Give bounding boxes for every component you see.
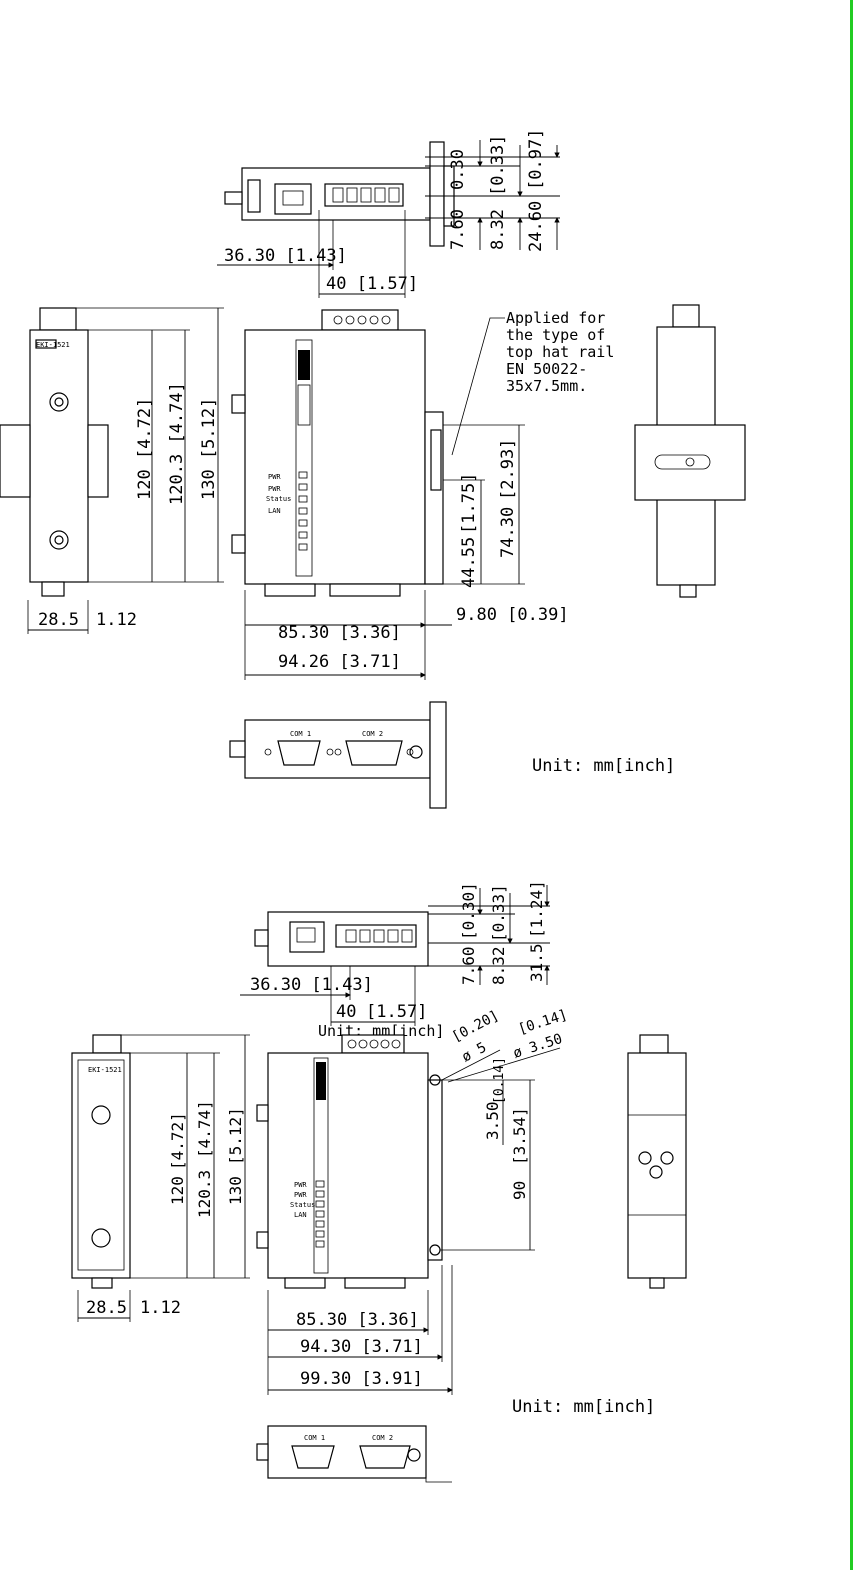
upper-width-94: 94.26 [3.71] xyxy=(278,652,401,672)
lower-front-led-0: PWR xyxy=(294,1181,307,1189)
upper-top-dim-0: 0.30 xyxy=(448,149,468,190)
upper-top-dim-5: 24.60 xyxy=(526,201,546,252)
upper-top-view: 0.30 [0.33] [0.97] 7.60 8.32 24.60 36.30… xyxy=(217,129,560,298)
lower-top-dim-5: 31.5 xyxy=(527,943,546,982)
lower-front-view: PWR PWR Status LAN 3.50 90 [3.54] xyxy=(256,1034,535,1395)
lower-port-label-1: COM 2 xyxy=(372,1434,393,1442)
upper-left-width-mm: 28.5 xyxy=(38,610,79,630)
rail-note-2: top hat rail xyxy=(506,343,614,361)
upper-rail-dim-175: [1.75] xyxy=(459,473,479,534)
hole-dim-0: [0.20] xyxy=(449,1008,501,1046)
lower-width-85: 85.30 [3.36] xyxy=(296,1310,419,1330)
lower-front-led-3: LAN xyxy=(294,1211,307,1219)
lower-side-dim-350: 3.50 xyxy=(483,1101,502,1140)
lower-side-dim-354: [3.54] xyxy=(510,1107,529,1165)
upper-rail-clip: 74.30 [2.93] 44.55 [1.75] 9.80 [0.39] Ap… xyxy=(424,309,614,626)
lower-front-led-1: PWR xyxy=(294,1191,307,1199)
hole-dim-2: [0.14] xyxy=(516,1007,569,1038)
lower-port-label-0: COM 1 xyxy=(304,1434,325,1442)
lower-top-width-dim: 36.30 [1.43] xyxy=(250,975,373,995)
lower-drawing: [0.30] [0.33] [1.24] 7.60 8.32 31.5 36.3… xyxy=(71,880,687,1483)
lower-height-130: 130 xyxy=(226,1176,245,1205)
upper-port-label-0: COM 1 xyxy=(290,730,311,738)
lower-left-width-mm: 28.5 xyxy=(86,1298,127,1318)
upper-port-label-1: COM 2 xyxy=(362,730,383,738)
lower-top-view: [0.30] [0.33] [1.24] 7.60 8.32 31.5 36.3… xyxy=(240,880,550,1026)
lower-height-474: [4.74] xyxy=(195,1100,214,1158)
lower-left-view: EKI-1521 28.5 1.12 120 [4.72] 120.3 [4.7… xyxy=(71,1034,250,1322)
lower-unit-label: Unit: mm[inch] xyxy=(512,1397,655,1417)
hole-dim-4: [0.14] xyxy=(492,1057,507,1104)
lower-top-dim-3: 7.60 xyxy=(459,946,478,985)
upper-left-width-inch: 1.12 xyxy=(96,610,137,630)
hole-dim-3: ø 3.50 xyxy=(511,1031,564,1062)
lower-height-120: 120 xyxy=(168,1176,187,1205)
upper-right-view xyxy=(634,304,746,598)
upper-width-85: 85.30 [3.36] xyxy=(278,623,401,643)
lower-left-tag: EKI-1521 xyxy=(88,1066,122,1074)
upper-left-view: EKI-1521 28.5 1.12 120 [4.72] 120.3 [4.7… xyxy=(0,307,224,634)
rail-note-1: the type of xyxy=(506,326,605,344)
lower-height-512: [5.12] xyxy=(226,1107,245,1165)
upper-rail-dim-74: 74.30 xyxy=(498,507,518,558)
lower-top-din-inch: [1.57] xyxy=(366,1002,427,1022)
lower-side-dim-90: 90 xyxy=(510,1181,529,1200)
lower-height-472: [4.72] xyxy=(168,1112,187,1170)
upper-top-dim-4: 8.32 xyxy=(488,209,508,250)
upper-front-led-1: PWR xyxy=(268,485,281,493)
upper-top-din-dim: 40 [1.57] xyxy=(326,274,418,294)
upper-height-130: 130 [5.12] xyxy=(199,398,219,500)
lower-top-dim-0: [0.30] xyxy=(459,882,478,940)
lower-bottom-view: COM 1 COM 2 xyxy=(256,1425,452,1483)
hole-dim-1: ø 5 xyxy=(459,1040,489,1066)
lower-top-din-mm: 40 xyxy=(336,1002,356,1022)
upper-height-120: 120 [4.72] xyxy=(135,398,155,500)
upper-top-width-dim: 36.30 [1.43] xyxy=(224,246,347,266)
upper-front-led-0: PWR xyxy=(268,473,281,481)
lower-left-width-inch: 1.12 xyxy=(140,1298,181,1318)
upper-top-dim-1: [0.33] xyxy=(488,135,508,196)
lower-top-dim-1: [0.33] xyxy=(489,884,508,942)
rail-note-0: Applied for xyxy=(506,309,605,327)
upper-rail-offset: 9.80 [0.39] xyxy=(456,605,569,625)
upper-rail-dim-44: 44.55 xyxy=(459,537,479,588)
lower-width-99: 99.30 [3.91] xyxy=(300,1369,423,1389)
upper-height-120-3: 120.3 [4.74] xyxy=(167,382,187,505)
rail-note-3: EN 50022- xyxy=(506,360,587,378)
rail-note-4: 35x7.5mm. xyxy=(506,377,587,395)
lower-width-94: 94.30 [3.71] xyxy=(300,1337,423,1357)
upper-drawing: 0.30 [0.33] [0.97] 7.60 8.32 24.60 36.30… xyxy=(0,129,746,809)
upper-front-led-2: Status xyxy=(266,495,291,503)
page-edge-bar xyxy=(850,0,853,1570)
upper-front-view: PWR PWR Status LAN 85.30 [3.36] 94.26 [3… xyxy=(231,309,426,680)
upper-bottom-view: COM 1 COM 2 xyxy=(229,701,447,809)
upper-rail-dim-293: [2.93] xyxy=(498,439,518,500)
lower-front-led-2: Status xyxy=(290,1201,315,1209)
upper-front-led-3: LAN xyxy=(268,507,281,515)
upper-unit-label: Unit: mm[inch] xyxy=(532,756,675,776)
lower-top-dim-2: [1.24] xyxy=(527,880,546,938)
lower-hole-callouts: [0.20] ø 5 [0.14] ø 3.50 [0.14] xyxy=(437,1007,569,1104)
lower-right-view xyxy=(627,1034,687,1289)
upper-top-dim-3: 7.60 xyxy=(448,209,468,250)
upper-left-tag: EKI-1521 xyxy=(36,341,70,349)
lower-top-dim-4: 8.32 xyxy=(489,946,508,985)
upper-top-dim-2: [0.97] xyxy=(526,129,546,190)
lower-height-1203: 120.3 xyxy=(195,1170,214,1218)
